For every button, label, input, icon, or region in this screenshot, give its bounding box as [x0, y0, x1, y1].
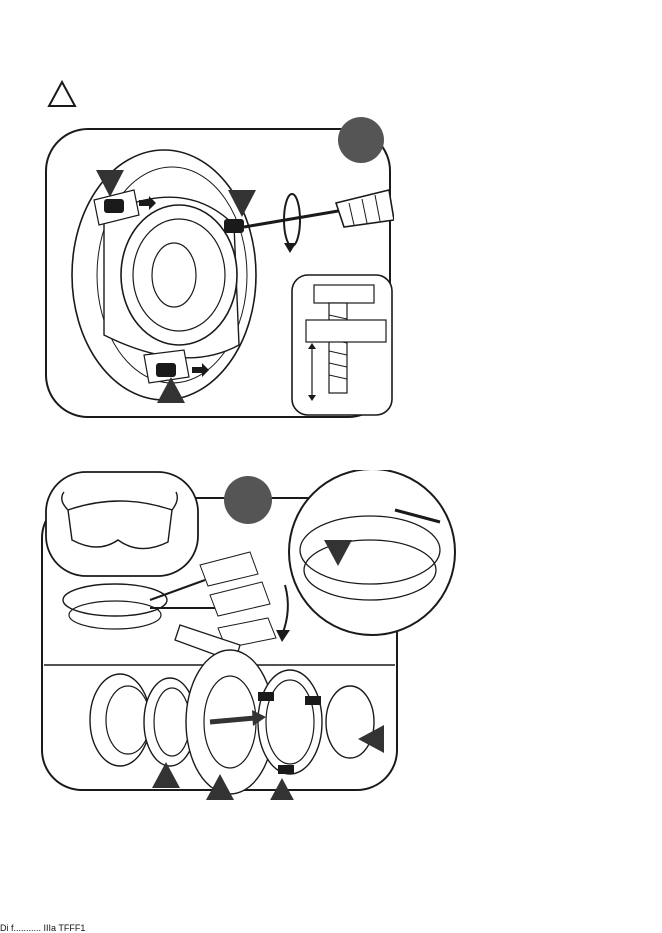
page-footer: Di f........... IIIa TFFF1 [0, 923, 85, 933]
step-1-badge [338, 117, 384, 163]
step-2-badge [224, 476, 272, 524]
panel-2-disassemble-mount [40, 470, 460, 800]
warning-triangle-icon [47, 80, 77, 108]
panel-1-remove-mounting-assembly [44, 115, 394, 420]
